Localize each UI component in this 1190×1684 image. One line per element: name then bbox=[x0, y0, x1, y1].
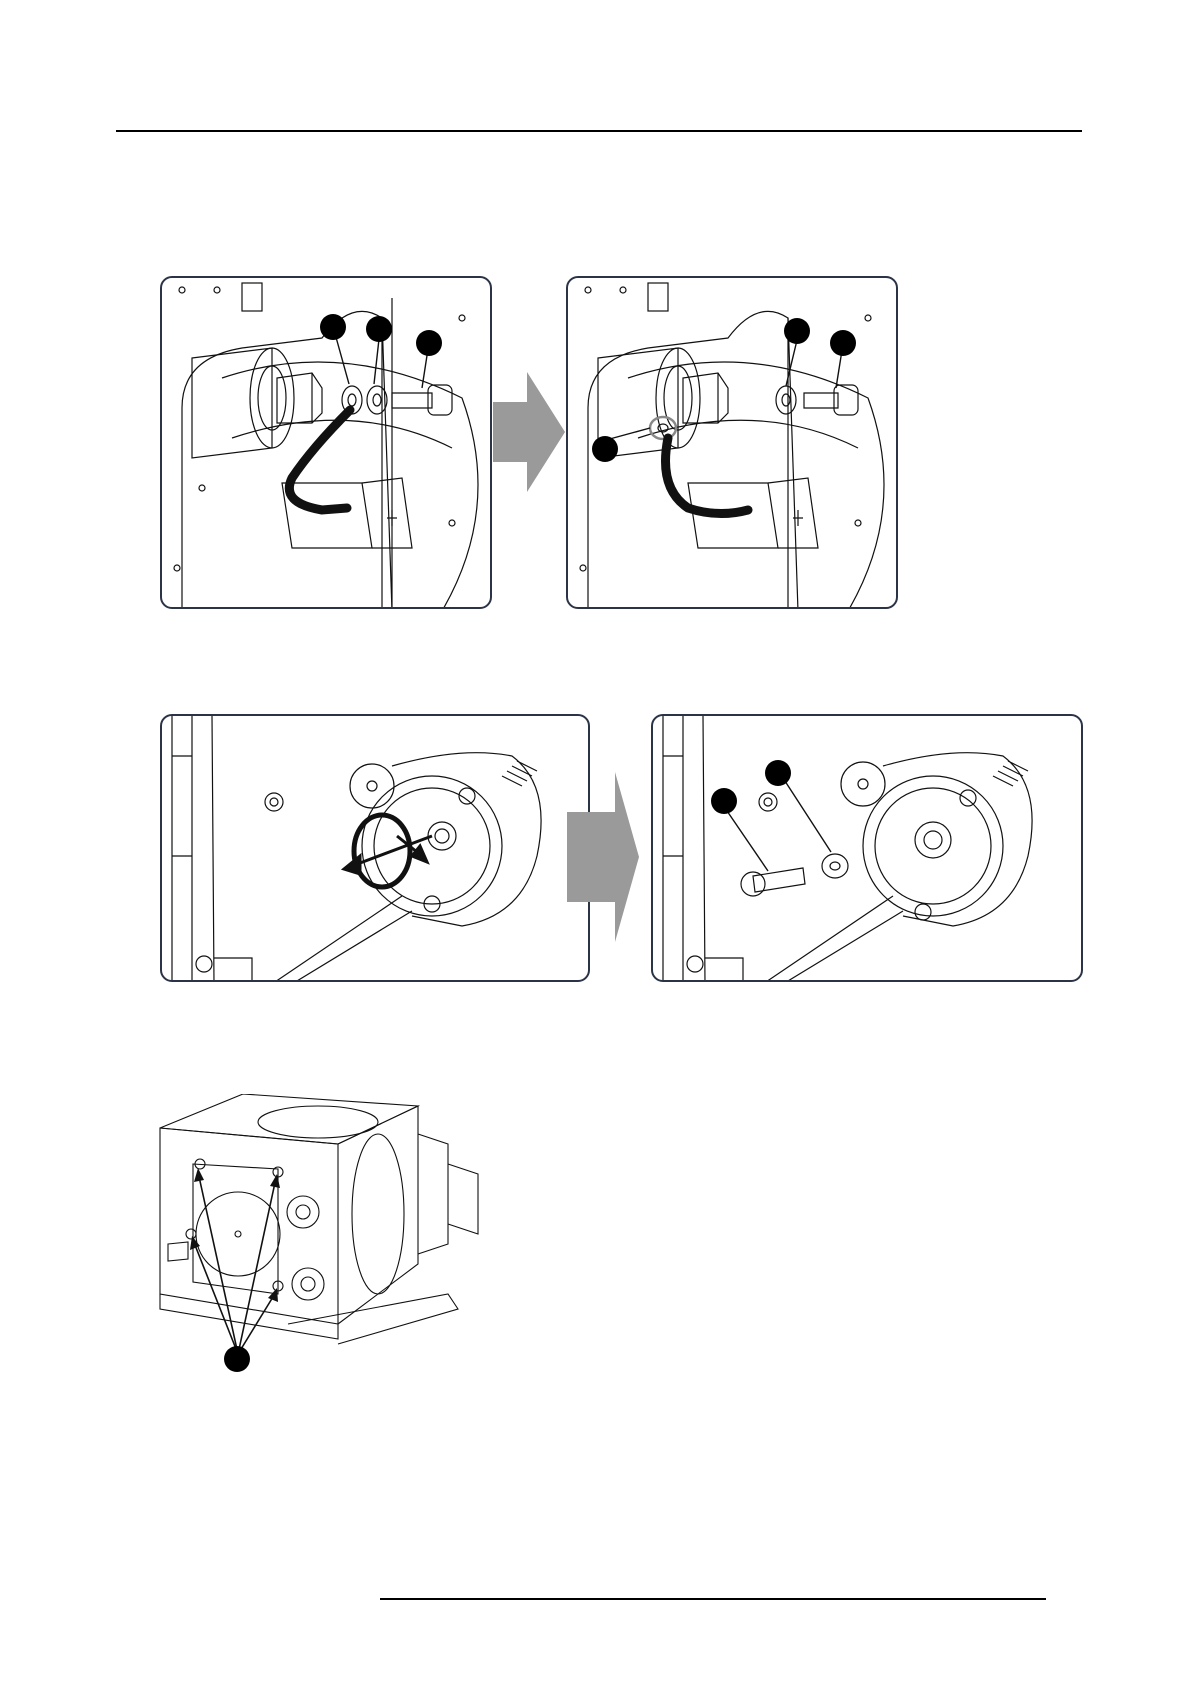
callout-marker bbox=[765, 760, 791, 786]
callout-marker bbox=[784, 318, 810, 344]
figure1-after-drawing bbox=[568, 278, 898, 609]
callout-marker bbox=[224, 1346, 250, 1372]
callout-marker bbox=[366, 316, 392, 342]
callout-marker bbox=[830, 330, 856, 356]
figure2-panel-before bbox=[160, 714, 590, 982]
transition-arrow-icon bbox=[567, 772, 639, 942]
figure-module-mounting bbox=[148, 1094, 488, 1389]
transition-arrow-icon bbox=[493, 372, 565, 492]
figure2-after-drawing bbox=[653, 716, 1083, 982]
figure2-panel-after bbox=[651, 714, 1083, 982]
figure2-before-drawing bbox=[162, 716, 590, 982]
callout-marker bbox=[592, 436, 618, 462]
figure1-panel-before bbox=[160, 276, 492, 609]
callout-marker bbox=[320, 314, 346, 340]
footer-rule bbox=[380, 1598, 1046, 1600]
callout-marker bbox=[711, 788, 737, 814]
figure1-panel-after bbox=[566, 276, 898, 609]
callout-marker bbox=[416, 330, 442, 356]
figure3-drawing bbox=[148, 1094, 488, 1384]
header-rule bbox=[116, 130, 1082, 132]
